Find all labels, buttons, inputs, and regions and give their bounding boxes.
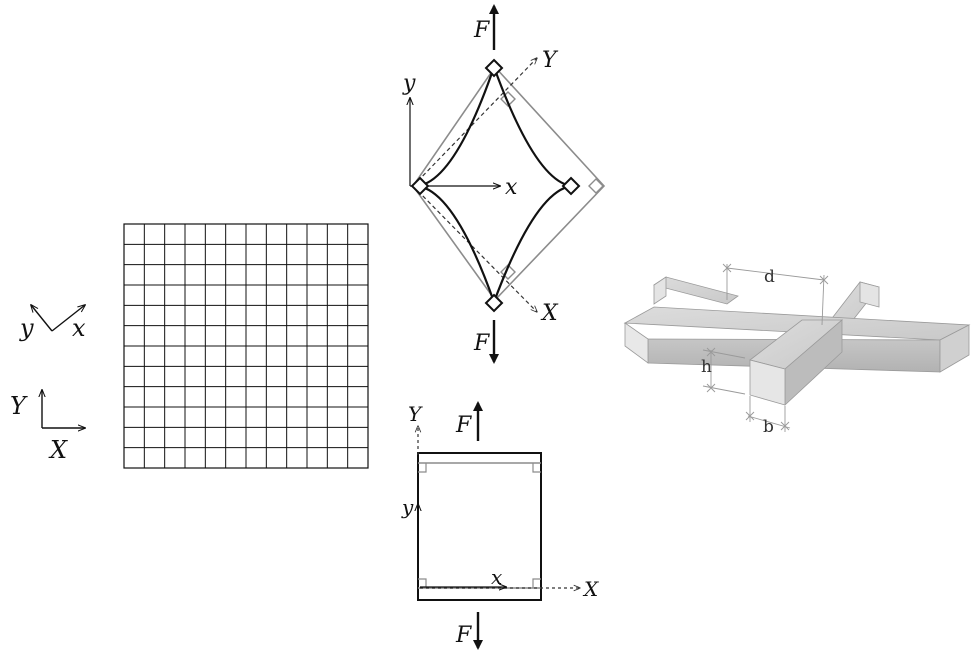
corner-marker-left xyxy=(410,176,430,196)
force-label-top: F xyxy=(473,18,490,43)
rect-force-label-bottom: F xyxy=(455,623,472,648)
rect-local-y-label: y xyxy=(401,495,414,519)
rect-force-label-top: F xyxy=(455,413,472,438)
global-Y-label: Y xyxy=(10,392,28,420)
dimension-h-label: h xyxy=(701,357,712,377)
beam-back-left-end xyxy=(653,276,667,305)
right-angle-marker-tr xyxy=(532,463,541,473)
beam-long-end-left xyxy=(624,322,649,364)
local-x-label: x xyxy=(505,175,518,200)
global-X-label: X xyxy=(48,436,68,464)
rect-global-Y-label: Y xyxy=(408,402,423,426)
beam-back-right-end xyxy=(859,281,880,308)
corner-marker-top xyxy=(484,58,504,78)
corner-marker-right-ref xyxy=(588,178,604,194)
beam-back-left-top xyxy=(653,276,739,305)
rhombus-diagram: y x Y X F F xyxy=(402,4,606,364)
beam-front-end xyxy=(749,359,786,406)
global-axes-legend: Y X xyxy=(10,390,85,464)
rotated-x-axis xyxy=(51,305,85,332)
force-label-bottom: F xyxy=(473,331,490,356)
rect-global-X-label: X xyxy=(582,577,599,601)
rotated-y-label: y xyxy=(19,314,34,342)
right-angle-marker-br xyxy=(532,578,541,588)
beam-long-end-right xyxy=(939,324,970,373)
dimension-b-label: b xyxy=(763,417,774,437)
rotated-y-axis xyxy=(31,305,53,332)
global-X-label-rhombus: X xyxy=(540,301,559,326)
local-y-label: y xyxy=(402,71,416,96)
global-Y-label-rhombus: Y xyxy=(542,48,559,73)
deformed-rhombus xyxy=(417,63,572,306)
global-X-dashed-axis xyxy=(412,185,537,312)
dimension-b xyxy=(745,396,791,432)
rotated-axes-legend: y x xyxy=(19,305,86,342)
right-angle-marker-tl xyxy=(418,463,427,473)
global-Y-dashed-axis xyxy=(412,58,537,187)
dimension-d-label: d xyxy=(764,267,775,287)
dimension-d xyxy=(722,263,829,326)
rect-local-x-label: x xyxy=(491,565,502,589)
mesh-grid xyxy=(123,223,369,469)
rotated-x-label: x xyxy=(72,314,86,342)
corner-marker-right xyxy=(561,176,581,196)
dimension-h xyxy=(702,347,746,395)
right-angle-marker-bl xyxy=(418,578,427,588)
rectangle-diagram: Y X y x F F xyxy=(401,401,599,650)
beam-crossing-3d: d h b xyxy=(623,263,971,437)
rectangle-outer xyxy=(417,452,542,601)
corner-marker-bottom xyxy=(484,293,504,313)
